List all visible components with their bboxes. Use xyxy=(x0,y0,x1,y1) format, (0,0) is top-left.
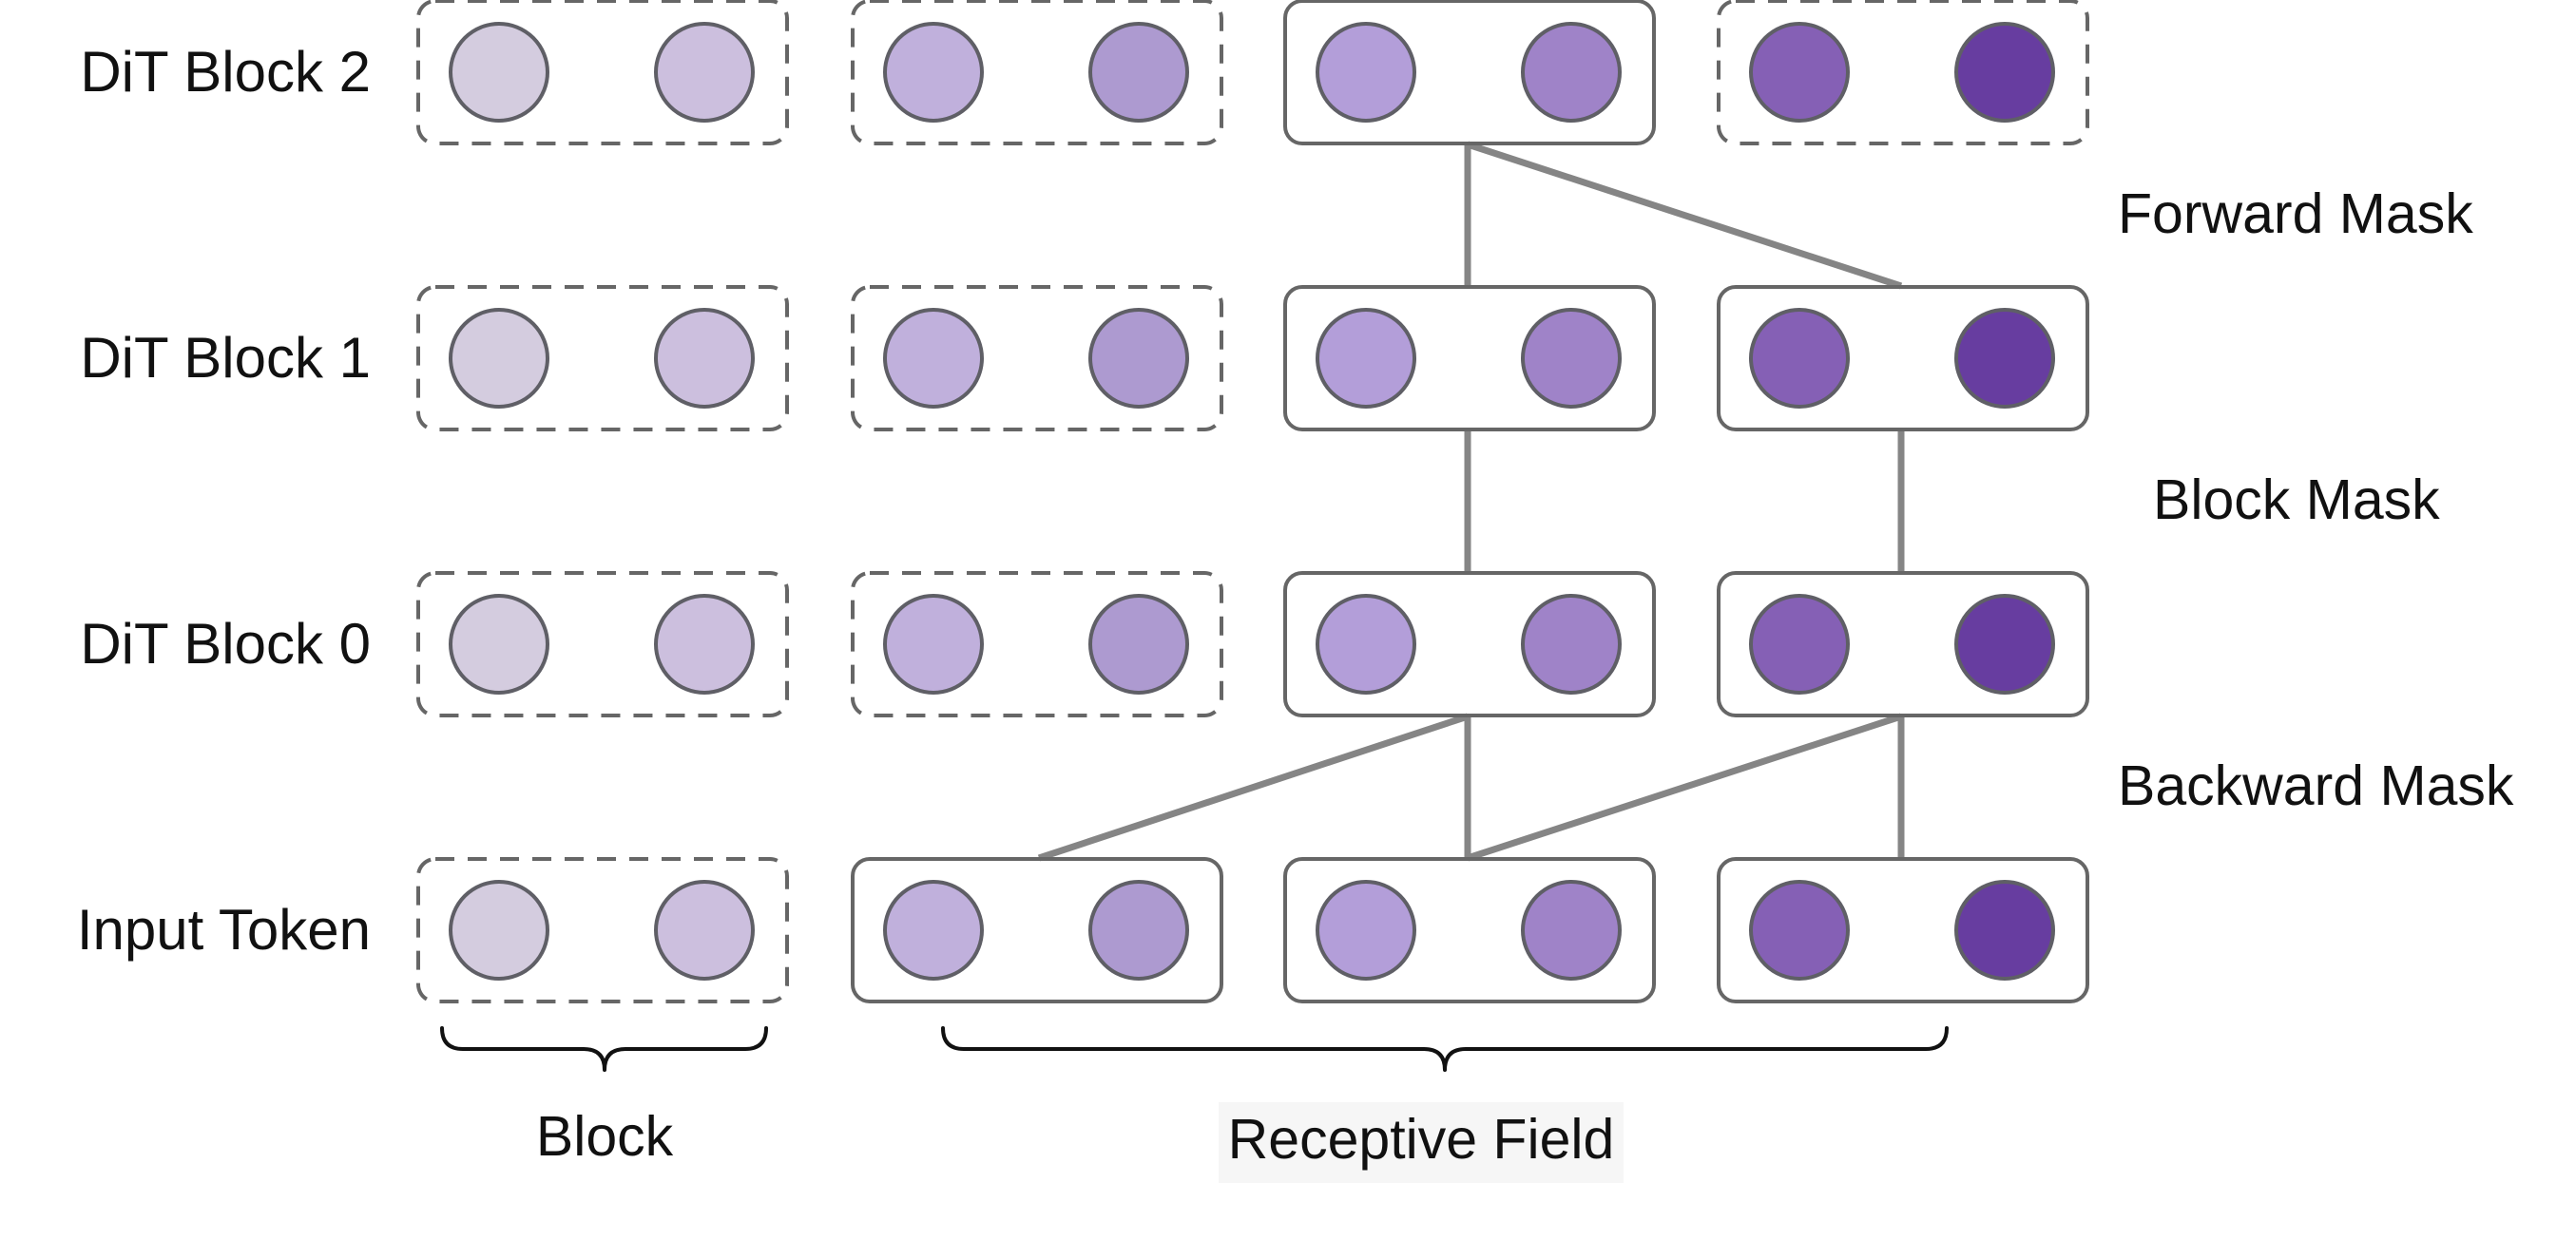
token-group-dashed xyxy=(851,571,1223,717)
connection-lines xyxy=(1037,141,1905,862)
token-circle xyxy=(1749,880,1850,981)
token-groups xyxy=(416,0,2089,1003)
token-circle xyxy=(1749,22,1850,123)
token-group-solid xyxy=(1717,857,2089,1003)
tokens xyxy=(449,22,2055,981)
token-circle xyxy=(1088,22,1189,123)
row-label-input-token: Input Token xyxy=(77,898,371,962)
token-group-dashed xyxy=(1717,0,2089,145)
token-circle xyxy=(449,880,549,981)
token-circle xyxy=(883,880,984,981)
token-group-solid xyxy=(1717,285,2089,431)
token-circle xyxy=(1316,594,1416,695)
token-group-dashed xyxy=(416,0,789,145)
token-circle xyxy=(449,22,549,123)
token-circle xyxy=(1316,22,1416,123)
receptive-field-brace-label: Receptive Field xyxy=(1228,1108,1615,1171)
row-labels: DiT Block 2 DiT Block 1 DiT Block 0 Inpu… xyxy=(77,40,371,962)
token-group-solid xyxy=(851,857,1223,1003)
token-circle xyxy=(1749,594,1850,695)
backward-mask-line xyxy=(1037,713,1470,862)
token-circle xyxy=(654,308,755,409)
token-circle xyxy=(449,594,549,695)
token-circle xyxy=(1954,880,2055,981)
braces xyxy=(440,1026,1949,1072)
forward-mask-line xyxy=(1466,141,1903,290)
token-circle xyxy=(1521,880,1622,981)
token-circle xyxy=(883,594,984,695)
token-circle xyxy=(1521,594,1622,695)
token-group-solid xyxy=(1283,0,1656,145)
token-circle xyxy=(1749,308,1850,409)
block-brace-label: Block xyxy=(536,1105,674,1168)
backward-mask-label: Backward Mask xyxy=(2118,754,2514,817)
token-circle xyxy=(449,308,549,409)
token-circle xyxy=(1521,22,1622,123)
token-circle xyxy=(1954,308,2055,409)
token-circle xyxy=(1521,308,1622,409)
token-group-solid xyxy=(1717,571,2089,717)
token-circle xyxy=(654,594,755,695)
token-group-solid xyxy=(1283,285,1656,431)
token-group-dashed xyxy=(416,571,789,717)
token-group-dashed xyxy=(416,285,789,431)
block-brace xyxy=(440,1026,768,1072)
token-circle xyxy=(654,880,755,981)
block-mask-label: Block Mask xyxy=(2153,468,2440,531)
token-circle xyxy=(883,308,984,409)
token-circle xyxy=(1954,594,2055,695)
token-group-solid xyxy=(1283,857,1656,1003)
token-circle xyxy=(1316,880,1416,981)
token-group-dashed xyxy=(416,857,789,1003)
row-label-dit-block-2: DiT Block 2 xyxy=(80,40,371,104)
backward-mask-line xyxy=(1466,713,1903,862)
token-circle xyxy=(1316,308,1416,409)
forward-mask-label: Forward Mask xyxy=(2118,182,2473,245)
row-label-dit-block-1: DiT Block 1 xyxy=(80,326,371,390)
token-circle xyxy=(1088,594,1189,695)
token-circle xyxy=(1088,308,1189,409)
receptive-field-label-bg xyxy=(1219,1102,1624,1183)
token-circle xyxy=(654,22,755,123)
token-group-dashed xyxy=(851,0,1223,145)
token-circle xyxy=(1954,22,2055,123)
token-circle xyxy=(1088,880,1189,981)
token-circle xyxy=(883,22,984,123)
token-group-dashed xyxy=(851,285,1223,431)
receptive-field-brace xyxy=(941,1026,1949,1072)
mask-labels: Forward Mask Block Mask Backward Mask xyxy=(2118,182,2514,817)
token-group-solid xyxy=(1283,571,1656,717)
row-label-dit-block-0: DiT Block 0 xyxy=(80,612,371,676)
